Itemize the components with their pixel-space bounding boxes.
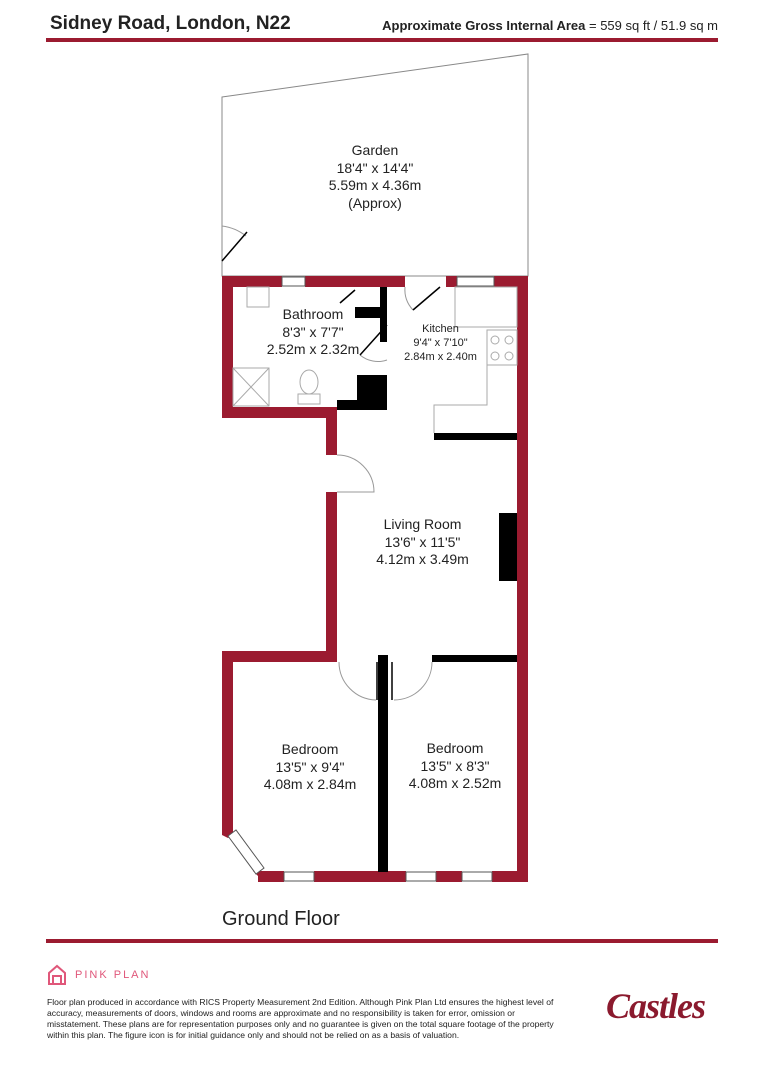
header-rule <box>46 38 718 42</box>
room-name: Bedroom <box>281 741 339 757</box>
room-garden: Garden 18'4" x 14'4" 5.59m x 4.36m (Appr… <box>300 142 450 212</box>
room-imperial: 9'4" x 7'10" <box>413 336 468 349</box>
property-address: Sidney Road, London, N22 <box>50 13 291 34</box>
room-note: (Approx) <box>348 194 402 211</box>
agent-logo: Castles <box>606 986 706 1026</box>
room-metric: 4.08m x 2.84m <box>263 776 357 792</box>
room-imperial: 18'4" x 14'4" <box>336 159 414 176</box>
area-label: Approximate Gross Internal Area <box>382 18 586 33</box>
room-imperial: 13'6" x 11'5" <box>384 533 461 550</box>
room-name: Living Room <box>383 516 462 532</box>
room-kitchen: Kitchen 9'4" x 7'10" 2.84m x 2.40m <box>393 323 488 364</box>
pink-plan-logo: PINK PLAN <box>47 964 150 986</box>
gross-internal-area: Approximate Gross Internal Area = 559 sq… <box>382 18 718 33</box>
room-bedroom-1: Bedroom 13'5" x 9'4" 4.08m x 2.84m <box>245 741 375 794</box>
room-bedroom-2: Bedroom 13'5" x 8'3" 4.08m x 2.52m <box>390 740 520 793</box>
room-metric: 4.08m x 2.52m <box>408 775 502 791</box>
room-living-room: Living Room 13'6" x 11'5" 4.12m x 3.49m <box>355 516 490 569</box>
room-name: Garden <box>351 142 399 158</box>
floor-name: Ground Floor <box>222 908 340 930</box>
footer-rule <box>46 939 718 943</box>
room-name: Bedroom <box>426 740 484 756</box>
area-value: = 559 sq ft / 51.9 sq m <box>589 18 718 33</box>
room-imperial: 8'3" x 7'7" <box>282 323 344 340</box>
room-imperial: 13'5" x 9'4" <box>275 758 345 775</box>
room-name: Kitchen <box>422 323 459 335</box>
brand-name: PINK PLAN <box>75 969 151 981</box>
room-metric: 5.59m x 4.36m <box>328 177 422 193</box>
room-metric: 2.84m x 2.40m <box>404 350 477 363</box>
room-name: Bathroom <box>282 306 344 322</box>
room-bathroom: Bathroom 8'3" x 7'7" 2.52m x 2.32m <box>248 306 378 359</box>
house-icon <box>48 964 66 985</box>
disclaimer: Floor plan produced in accordance with R… <box>47 997 554 1040</box>
room-metric: 2.52m x 2.32m <box>266 341 360 357</box>
room-imperial: 13'5" x 8'3" <box>420 757 490 774</box>
room-metric: 4.12m x 3.49m <box>376 551 469 567</box>
